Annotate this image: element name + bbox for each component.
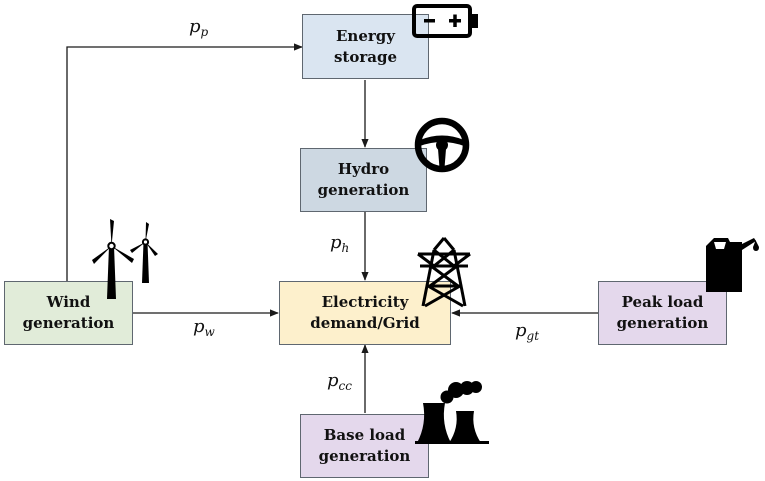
peak-load-generation-box: Peak load generation (598, 281, 727, 345)
wind-turbine-icon (92, 219, 158, 299)
wind-to-storage-arrow (66, 43, 303, 281)
base-load-generation-box: Base load generation (300, 414, 429, 478)
power-plant-icon (415, 381, 489, 444)
electricity-grid-line1: Electricity (321, 293, 409, 311)
wind-generation-box: Wind generation (4, 281, 133, 345)
fuel-canister-icon (706, 238, 759, 292)
flow-var: p (327, 370, 339, 391)
flow-sub: cc (338, 379, 352, 393)
base-load-line1: Base load (323, 426, 406, 444)
electricity-grid-line2: demand/Grid (310, 314, 420, 332)
transmission-tower-icon (417, 237, 471, 308)
hydro-generation-line1: Hydro (337, 160, 390, 178)
flow-sub: p (200, 25, 209, 39)
steering-wheel-icon (414, 117, 470, 173)
hydro-generation-line2: generation (317, 181, 410, 199)
flow-sub: h (341, 241, 350, 255)
wind-generation-line1: Wind (46, 293, 91, 311)
hydro-generation-box: Hydro generation (300, 148, 427, 212)
peak-load-line2: generation (616, 314, 709, 332)
energy-storage-line1: Energy (336, 26, 395, 45)
battery-icon (412, 4, 478, 38)
flow-label-p-h: ph (330, 232, 349, 255)
flow-sub: gt (526, 329, 540, 343)
flow-label-p-gt: pgt (515, 320, 539, 343)
flow-label-p-cc: pcc (327, 370, 352, 393)
electricity-grid-box: Electricity demand/Grid (279, 281, 451, 345)
peak-load-line1: Peak load (621, 293, 704, 311)
flow-var: p (330, 232, 342, 253)
flow-label-p-p: pp (189, 16, 208, 39)
wind-generation-line2: generation (22, 314, 115, 332)
base-load-line2: generation (318, 447, 411, 465)
energy-storage-line2: storage (333, 47, 398, 66)
flow-var: p (189, 16, 201, 37)
flow-var: p (193, 316, 205, 337)
flow-sub: w (204, 325, 215, 339)
energy-storage-box: Energy storage (302, 14, 429, 79)
flow-label-p-w: pw (193, 316, 215, 339)
flow-var: p (515, 320, 527, 341)
